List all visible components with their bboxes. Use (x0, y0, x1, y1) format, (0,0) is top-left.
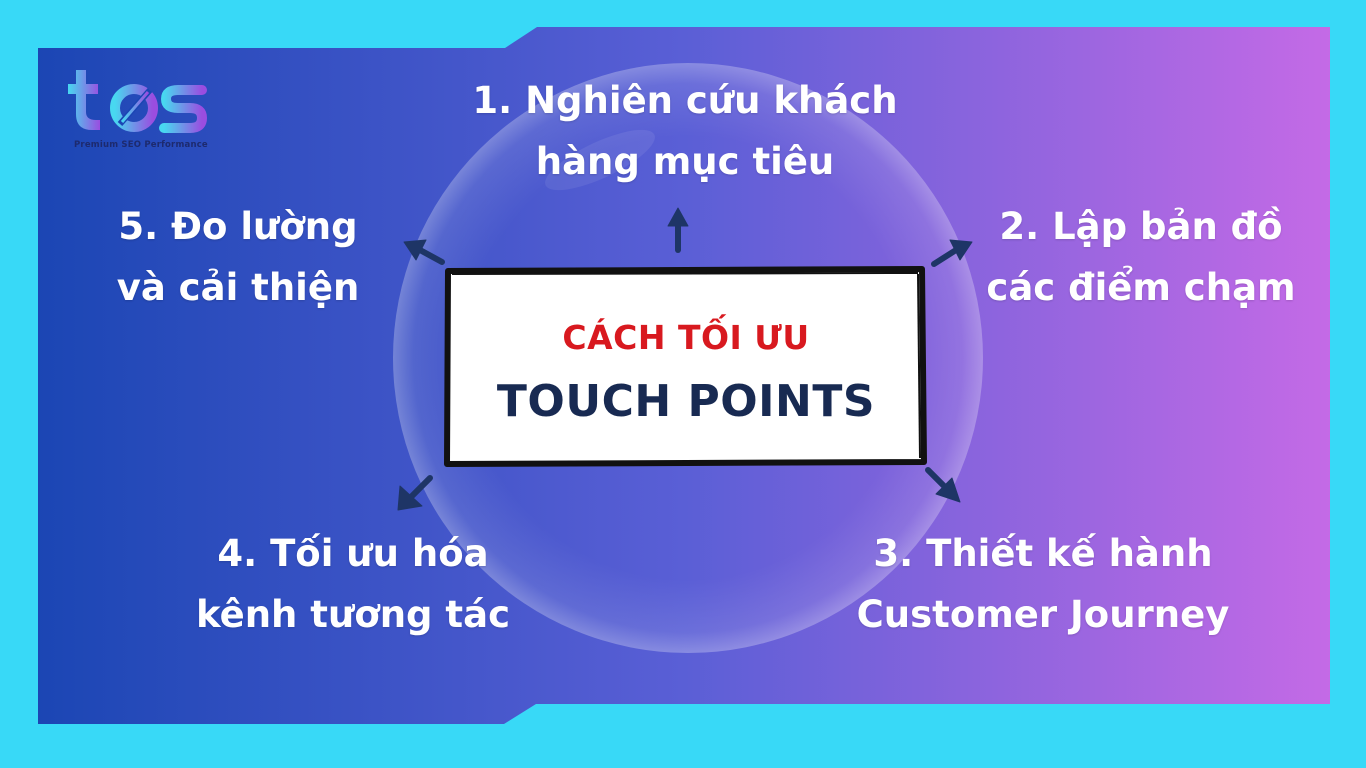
step-3-label: 3. Thiết kế hành Customer Journey (820, 523, 1266, 645)
step-2-line1: 2. Lập bản đồ (999, 205, 1283, 248)
center-title-line1: CÁCH TỐI ƯU (562, 318, 810, 357)
logo-tagline: Premium SEO Performance (74, 140, 208, 150)
step-1-line2: hàng mục tiêu (535, 140, 835, 183)
step-4-line2: kênh tương tác (195, 593, 510, 636)
arrow-down-left-icon (397, 475, 433, 511)
step-5-label: 5. Đo lường và cải thiện (92, 196, 384, 318)
step-4-label: 4. Tối ưu hóa kênh tương tác (160, 523, 546, 645)
step-1-label: 1. Nghiên cứu khách hàng mục tiêu (440, 70, 930, 192)
step-2-label: 2. Lập bản đồ các điểm chạm (960, 196, 1322, 318)
center-title-box: CÁCH TỐI ƯU TOUCH POINTS (444, 266, 927, 467)
step-3-line1: 3. Thiết kế hành (873, 532, 1213, 575)
step-3-line2: Customer Journey (856, 593, 1230, 636)
center-title-line2: TOUCH POINTS (496, 376, 876, 427)
arrow-up-icon (667, 207, 689, 253)
step-4-line1: 4. Tối ưu hóa (217, 532, 489, 575)
step-1-line1: 1. Nghiên cứu khách (472, 79, 898, 122)
step-5-line2: và cải thiện (116, 266, 360, 309)
arrow-up-right-icon (931, 239, 973, 267)
tos-logo (62, 66, 222, 156)
step-5-line1: 5. Đo lường (118, 205, 358, 248)
step-2-line2: các điểm chạm (986, 266, 1296, 309)
arrow-up-left-icon (403, 239, 445, 265)
arrow-down-right-icon (925, 467, 961, 503)
